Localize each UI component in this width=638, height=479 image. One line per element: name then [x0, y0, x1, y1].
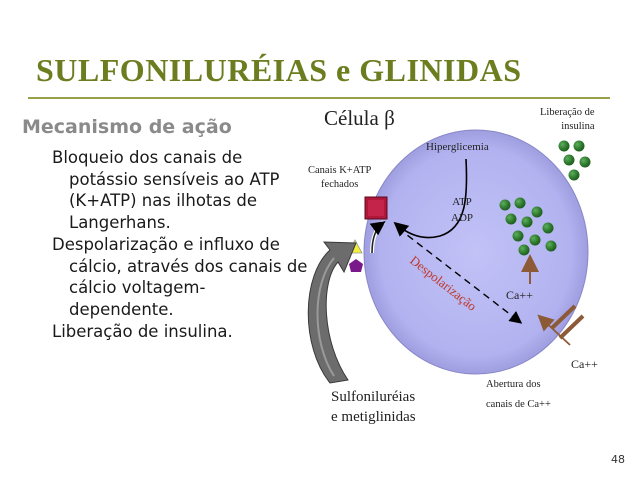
bullet-item: Bloqueio dos canais de potássio sensívei…: [52, 148, 280, 232]
ca-channel-label: Abertura dos canais de Ca++: [486, 375, 551, 415]
atp-label: ATP: [452, 196, 472, 208]
slide-title: SULFONILURÉIAS e GLINIDAS: [36, 52, 522, 88]
insulin-granule-icon: [518, 244, 530, 256]
drug-action-arrow-highlight: [316, 257, 335, 377]
insulin-granules-inside: [499, 197, 557, 256]
adp-label: ADP: [451, 212, 474, 224]
drug-action-arrow-icon: [307, 241, 357, 384]
insulin-granule-icon: [531, 206, 543, 218]
insulin-granules-released: [558, 140, 591, 181]
insulin-granule-icon: [514, 197, 526, 209]
drug-binding-arrow-core: [369, 221, 386, 254]
insulin-release-label: Liberação de insulina: [540, 106, 595, 134]
insulin-granule-icon: [573, 140, 585, 152]
katp-channel-line2: fechados: [321, 179, 359, 190]
drugs-label: Sulfoniluréias e metiglinidas: [331, 387, 416, 427]
bullet-item: Liberação de insulina.: [52, 322, 233, 341]
insulin-granule-icon: [529, 234, 541, 246]
drugs-line1: Sulfoniluréias: [331, 389, 416, 405]
insulin-granule-icon: [568, 169, 580, 181]
drugs-line2: e metiglinidas: [331, 409, 416, 425]
cell-label: Célula β: [324, 106, 395, 130]
beta-cell-membrane: [363, 129, 589, 375]
ca-influx-arrow: [537, 314, 571, 346]
insulin-granule-icon: [563, 154, 575, 166]
hyperglycemia-label: Hiperglicemia: [426, 141, 489, 153]
insulin-granule-icon: [545, 240, 557, 252]
insulin-granule-icon: [505, 213, 517, 225]
ca-channel-line1: Abertura dos: [486, 379, 541, 390]
bullet-item: Despolarização e influxo de cálcio, atra…: [52, 235, 308, 319]
atp-adp-label: ATP ADP: [451, 194, 473, 226]
insulin-granule-icon: [579, 156, 591, 168]
depolarization-arrow: [397, 227, 523, 324]
ca-channel-line2: canais de Ca++: [486, 399, 551, 410]
bullet-list: Bloqueio dos canais de potássio sensívei…: [52, 147, 310, 344]
drug-pentagon-icon: [349, 259, 363, 272]
ca-channel-bar: [558, 314, 585, 340]
katp-channel-shadow-icon: [368, 200, 384, 216]
slide-subtitle: Mecanismo de ação: [22, 116, 232, 138]
katp-channel-line1: Canais K+ATP: [308, 165, 372, 176]
ca-inside-label: Ca++: [506, 288, 533, 302]
insulin-granule-icon: [558, 140, 570, 152]
insulin-granule-icon: [542, 222, 554, 234]
atp-inhibition-arrow: [393, 158, 468, 239]
ca-channel-bar: [550, 304, 577, 330]
insulin-release-line2: insulina: [561, 121, 595, 132]
insulin-granule-icon: [499, 199, 511, 211]
ca-outside-label: Ca++: [571, 357, 598, 371]
insulin-granule-icon: [521, 216, 533, 228]
page-number: 48: [611, 453, 625, 466]
katp-channel-label: Canais K+ATP fechados: [308, 164, 371, 192]
insulin-granule-icon: [512, 230, 524, 242]
insulin-release-line1: Liberação de: [540, 107, 595, 118]
title-divider: [28, 97, 610, 99]
